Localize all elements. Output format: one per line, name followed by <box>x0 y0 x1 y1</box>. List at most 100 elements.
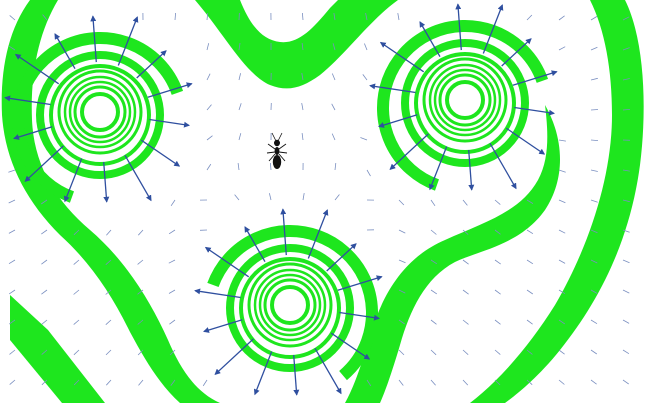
field-arrow <box>367 170 371 176</box>
contour-band-top <box>195 0 398 88</box>
field-arrow <box>463 350 468 355</box>
field-arrow <box>431 230 436 235</box>
field-arrow <box>559 350 565 354</box>
field-arrow <box>495 350 500 355</box>
radial-arrow <box>469 150 472 190</box>
field-arrow <box>463 260 469 264</box>
field-arrow <box>10 350 16 354</box>
contour-ring <box>272 287 308 323</box>
field-arrow <box>169 290 175 294</box>
field-arrow <box>364 44 367 51</box>
field-arrow <box>10 15 15 20</box>
field-arrow <box>591 78 598 80</box>
field-arrow <box>335 163 336 170</box>
field-arrow <box>527 15 532 20</box>
field-arrow <box>239 133 241 140</box>
field-arrow <box>463 380 468 385</box>
field-arrow <box>207 164 211 170</box>
ant-icon <box>267 133 287 169</box>
field-arrow <box>591 16 597 20</box>
field-arrow <box>363 74 367 80</box>
contour-ring <box>447 82 483 118</box>
field-arrow <box>138 260 143 264</box>
field-arrow <box>591 350 597 354</box>
field-arrow <box>559 140 566 141</box>
field-arrow <box>106 350 111 355</box>
field-arrow <box>106 380 111 385</box>
field-arrow <box>238 163 239 170</box>
field-arrow <box>9 230 15 233</box>
field-arrow <box>431 200 435 206</box>
field-arrow <box>591 47 597 50</box>
field-arrow <box>463 320 469 324</box>
field-arrow <box>74 260 79 265</box>
field-arrow <box>527 260 533 264</box>
field-arrow <box>399 200 404 205</box>
field-arrow <box>8 170 15 172</box>
contour-band-right <box>470 0 644 403</box>
field-arrow <box>495 290 501 294</box>
field-arrow <box>623 320 629 323</box>
field-arrow <box>623 380 629 384</box>
field-arrow <box>495 320 501 324</box>
field-arrow <box>9 290 15 294</box>
field-arrow <box>303 193 304 200</box>
field-arrow <box>527 290 533 294</box>
field-arrow <box>431 380 436 385</box>
contour-ring <box>249 264 331 346</box>
field-arrow <box>527 320 533 324</box>
field-arrow <box>623 260 630 263</box>
field-arrow <box>171 200 175 206</box>
contour-ring <box>424 59 506 141</box>
field-arrow <box>239 103 241 110</box>
field-arrow <box>559 47 565 50</box>
field-arrow <box>623 290 629 293</box>
field-arrow <box>332 104 335 110</box>
field-arrow <box>106 320 111 325</box>
field-arrow <box>431 290 437 294</box>
field-arrow <box>559 200 565 203</box>
field-arrow <box>591 170 598 172</box>
field-arrow <box>207 136 213 140</box>
field-arrow <box>360 138 367 141</box>
field-arrow <box>203 380 207 386</box>
field-arrow <box>74 350 79 355</box>
field-arrow <box>139 380 144 385</box>
field-arrow <box>332 74 335 81</box>
field-arrow <box>9 200 15 203</box>
field-arrow <box>207 105 212 110</box>
field-arrow <box>559 170 566 172</box>
field-arrow <box>74 320 79 325</box>
field-arrow <box>591 140 598 141</box>
field-arrow <box>235 195 239 200</box>
field-arrow <box>591 380 597 384</box>
field-arrow <box>269 193 271 200</box>
field-arrow <box>399 350 404 355</box>
field-arrow <box>9 260 15 264</box>
field-arrow <box>169 230 175 234</box>
field-arrow <box>302 13 303 20</box>
field-arrow <box>335 195 339 201</box>
field-arrow <box>591 320 597 324</box>
field-arrow <box>623 350 629 354</box>
field-arrow <box>106 230 111 235</box>
field-arrow <box>138 230 143 235</box>
field-arrow <box>302 103 303 110</box>
contour-band-corner <box>10 295 105 403</box>
field-arrow <box>41 290 47 294</box>
field-arrow <box>399 260 406 263</box>
field-arrow <box>169 320 175 324</box>
radial-arrow <box>294 355 297 395</box>
field-arrow <box>74 290 79 295</box>
field-arrow <box>559 260 565 263</box>
field-arrow <box>207 43 209 50</box>
field-arrow <box>41 230 47 234</box>
field-arrow <box>398 13 399 20</box>
field-arrow <box>41 260 47 264</box>
field-arrow <box>399 380 403 386</box>
contour-ring <box>82 94 118 130</box>
field-arrow <box>302 133 303 140</box>
field-arrow <box>463 290 469 294</box>
field-arrow <box>332 134 335 140</box>
